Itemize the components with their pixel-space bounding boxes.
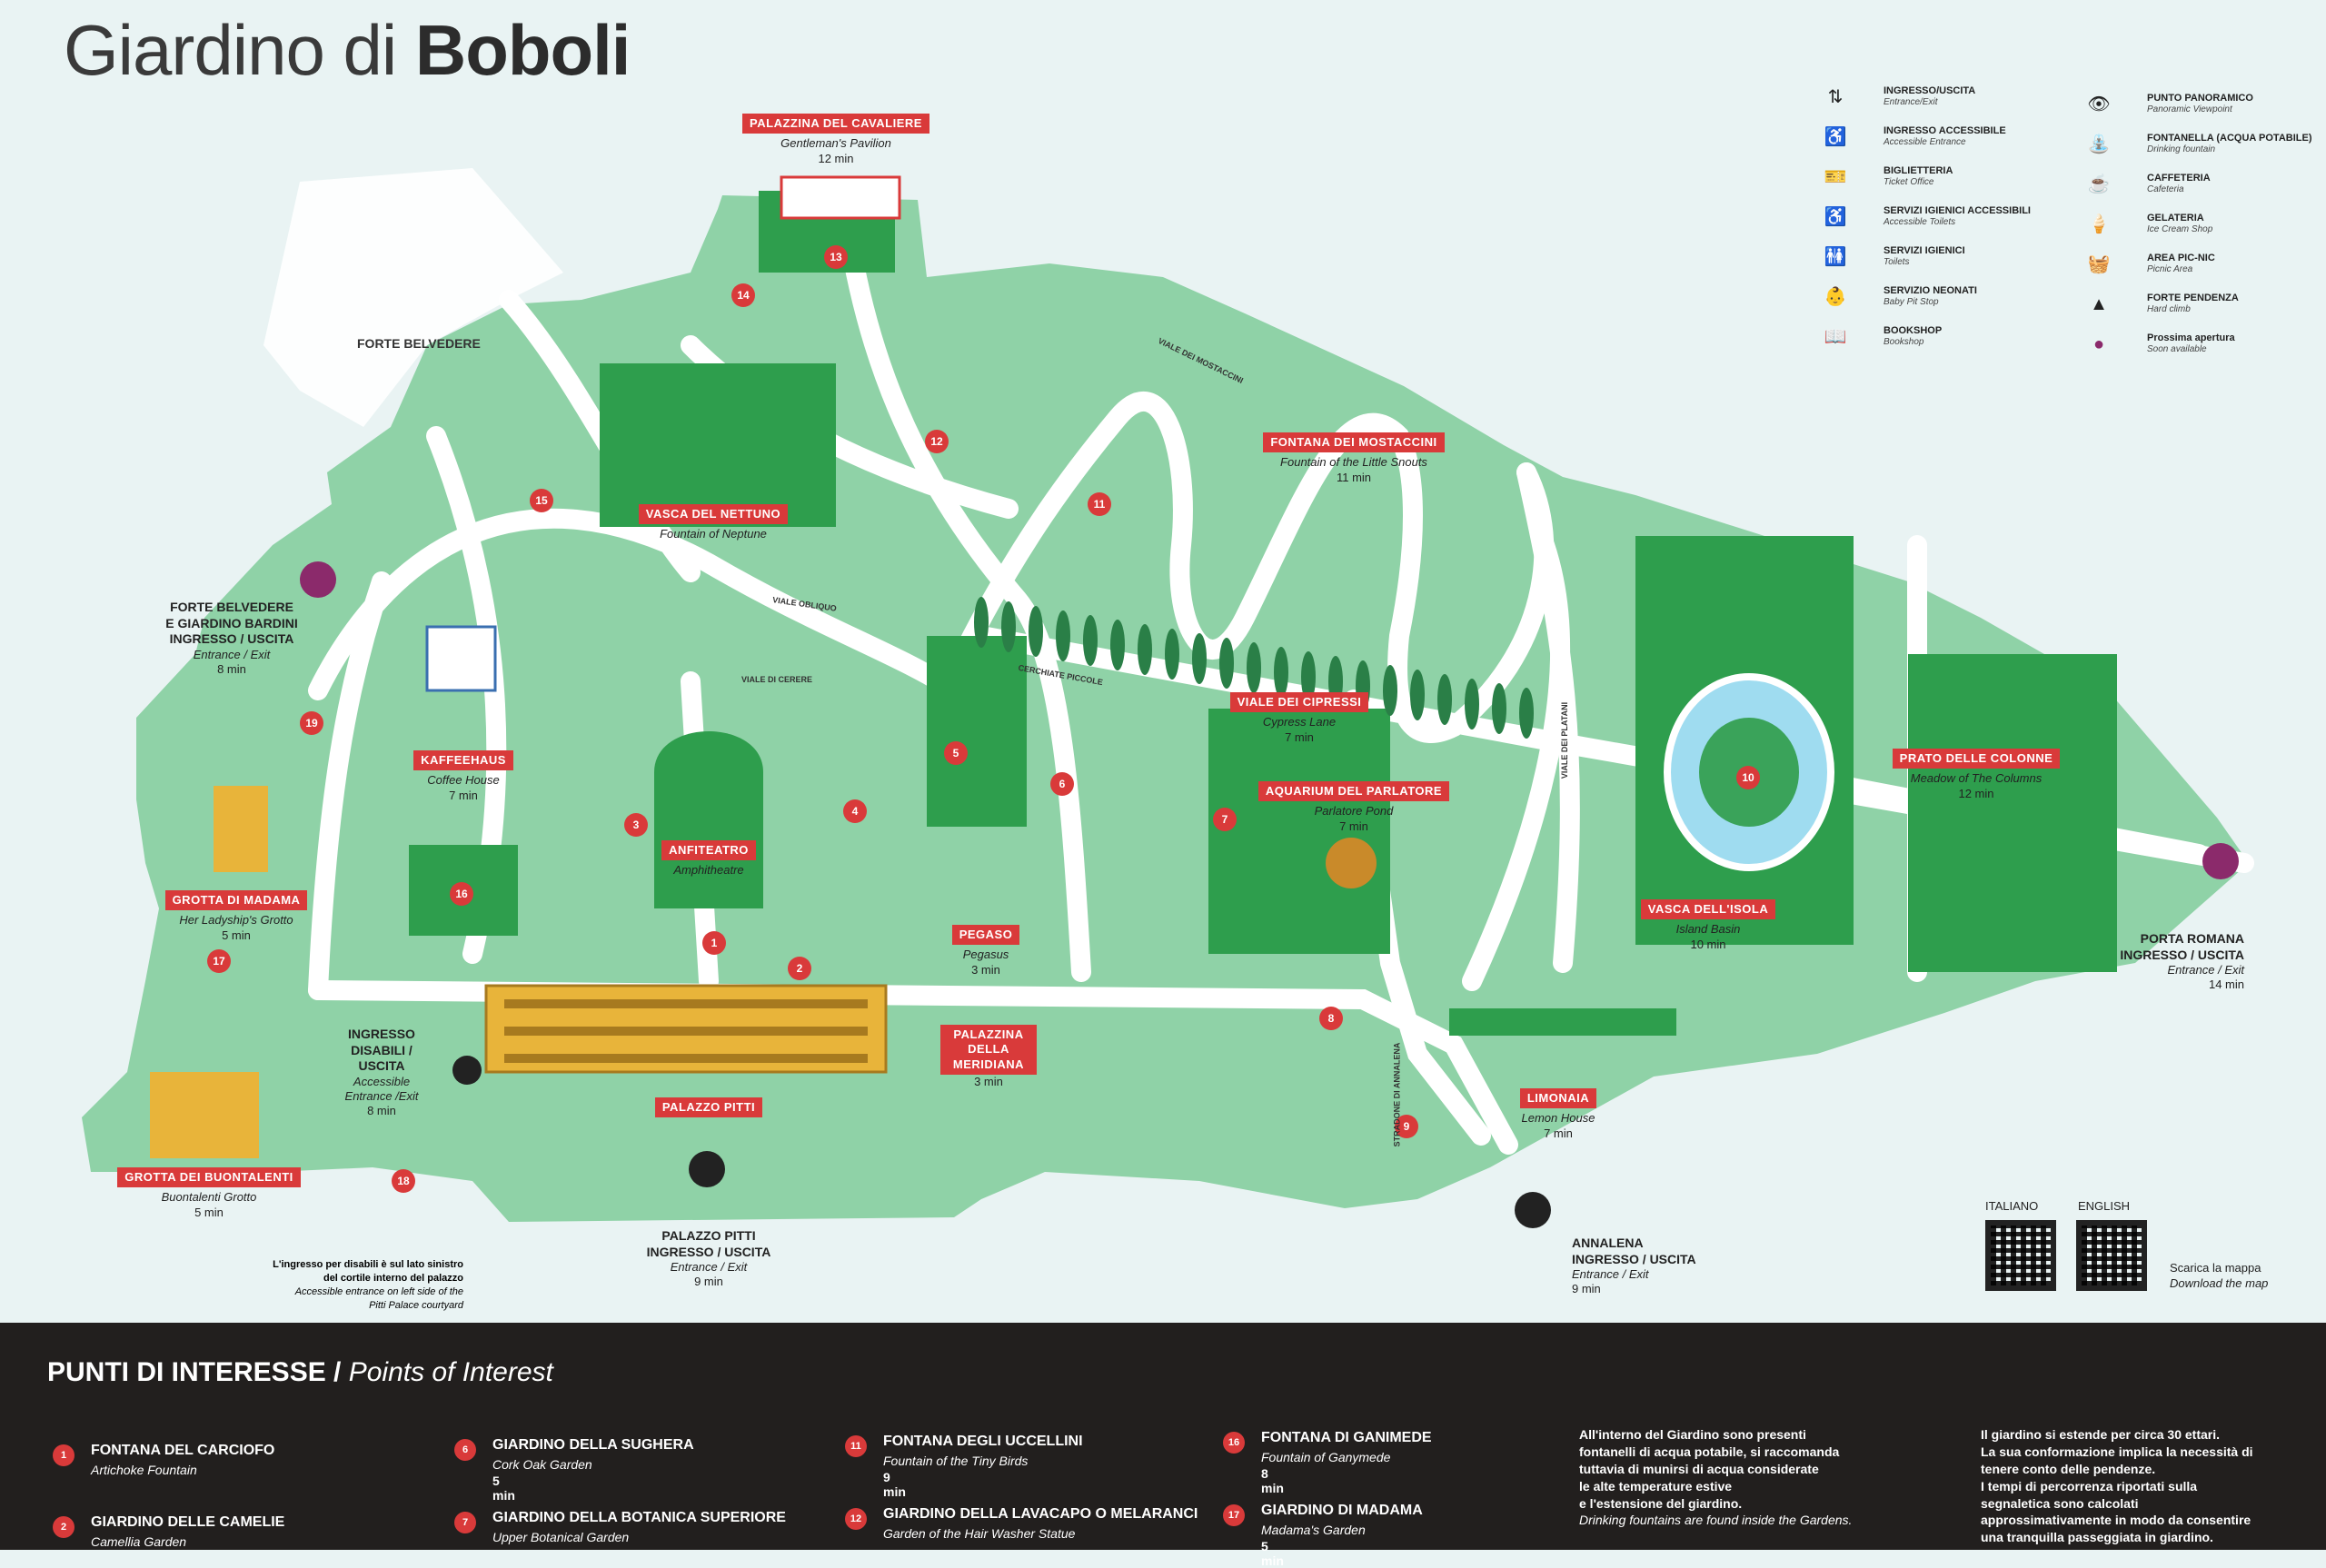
garden-map[interactable] bbox=[0, 0, 2326, 1323]
map-number-marker[interactable]: 7 bbox=[1213, 808, 1237, 831]
disabled-exit-marker bbox=[452, 1056, 482, 1085]
qr-code-italian[interactable] bbox=[1985, 1220, 2056, 1291]
points-of-interest-panel: PUNTI DI INTERESSE / Points of Interest … bbox=[0, 1323, 2326, 1568]
path-label: VIALE DEI PLATANI bbox=[1560, 701, 1570, 779]
gate-forte-belvedere[interactable]: FORTE BELVEDERE E GIARDINO BARDINI INGRE… bbox=[165, 600, 298, 676]
entrance-exit-icon: ⇅ bbox=[1827, 87, 1844, 107]
baby-pit-stop-icon: 👶 bbox=[1824, 287, 1847, 307]
parlatore-lawn bbox=[1208, 709, 1390, 954]
place-label-pitti[interactable]: PALAZZO PITTI bbox=[645, 1097, 772, 1118]
map-title: Giardino di Boboli bbox=[64, 10, 631, 90]
toilets-icon: 🚻 bbox=[1824, 247, 1847, 267]
annalena-exit-marker bbox=[1515, 1192, 1551, 1228]
bookshop-icon: 📖 bbox=[1824, 327, 1847, 347]
map-number-marker[interactable]: 8 bbox=[1319, 1007, 1343, 1030]
map-number-marker[interactable]: 13 bbox=[824, 245, 848, 269]
map-number-marker[interactable]: 1 bbox=[702, 931, 726, 955]
label-forte-belvedere: FORTE BELVEDERE bbox=[357, 336, 481, 351]
hard-climb-icon: ▲ bbox=[2090, 294, 2108, 314]
map-number-marker[interactable]: 11 bbox=[1088, 492, 1111, 516]
ticket-office-icon: 🎫 bbox=[1824, 167, 1847, 187]
map-number-marker[interactable]: 9 bbox=[1395, 1115, 1418, 1138]
garden-size-note: Il giardino si estende per circa 30 etta… bbox=[1981, 1427, 2253, 1545]
map-number-marker[interactable]: 5 bbox=[944, 741, 968, 765]
map-number-marker[interactable]: 2 bbox=[788, 957, 811, 980]
forte-exit-marker bbox=[300, 561, 336, 598]
grotta-buontalenti-building bbox=[150, 1072, 259, 1158]
colonne-lawn bbox=[1908, 654, 2117, 972]
map-number-marker[interactable]: 6 bbox=[1050, 772, 1074, 796]
neptune-basin-lawn bbox=[600, 363, 836, 527]
grotta-madama-building bbox=[214, 786, 268, 872]
map-number-marker[interactable]: 15 bbox=[530, 489, 553, 512]
cavaliere-building bbox=[780, 175, 901, 220]
pitti-exit-marker bbox=[689, 1151, 725, 1187]
map-number-marker[interactable]: 16 bbox=[450, 882, 473, 906]
map-number-marker[interactable]: 3 bbox=[624, 813, 648, 837]
pitti-accessibility-note: L'ingresso per disabili è sul lato sinis… bbox=[273, 1259, 463, 1311]
map-number-marker[interactable]: 12 bbox=[925, 430, 949, 453]
limonaia-lawn bbox=[1449, 1008, 1676, 1036]
kaffeehaus-building bbox=[425, 625, 497, 692]
qr-code-english[interactable] bbox=[2076, 1220, 2147, 1291]
map-number-marker[interactable]: 17 bbox=[207, 949, 231, 973]
drinking-fountain-icon: ⛲ bbox=[2087, 134, 2111, 154]
accessible-entrance-icon: ♿ bbox=[1824, 127, 1847, 147]
legend-item: ⛲FONTANELLA (ACQUA POTABILE)Drinking fou… bbox=[2085, 131, 2326, 171]
poi-heading: PUNTI DI INTERESSE / Points of Interest bbox=[47, 1357, 553, 1387]
porta-romana-exit-marker bbox=[2202, 843, 2239, 879]
map-number-marker[interactable]: 10 bbox=[1736, 766, 1760, 789]
picnic-area-icon: 🧺 bbox=[2087, 254, 2111, 274]
parlatore-rose bbox=[1326, 838, 1377, 888]
map-number-marker[interactable]: 4 bbox=[843, 799, 867, 823]
qr-label-english: ENGLISH bbox=[2078, 1199, 2131, 1213]
path-label: VIALE DI CERERE bbox=[741, 675, 813, 684]
botany-lawn bbox=[927, 636, 1027, 827]
amphitheatre-lawn bbox=[654, 731, 763, 908]
cafeteria-icon: ☕ bbox=[2087, 174, 2111, 194]
map-number-marker[interactable]: 14 bbox=[731, 283, 755, 307]
qr-label-italian: ITALIANO bbox=[1985, 1199, 2039, 1213]
map-number-marker[interactable]: 19 bbox=[300, 711, 323, 735]
panoramic-viewpoint-icon: 👁 bbox=[2087, 94, 2111, 114]
path-label: STRADONE DI ANNALENA bbox=[1392, 1042, 1402, 1147]
ice-cream-icon: 🍦 bbox=[2087, 214, 2111, 234]
soon-available-icon: ● bbox=[2092, 334, 2105, 354]
accessible-toilets-icon: ♿ bbox=[1824, 207, 1847, 227]
map-number-marker[interactable]: 18 bbox=[392, 1169, 415, 1193]
